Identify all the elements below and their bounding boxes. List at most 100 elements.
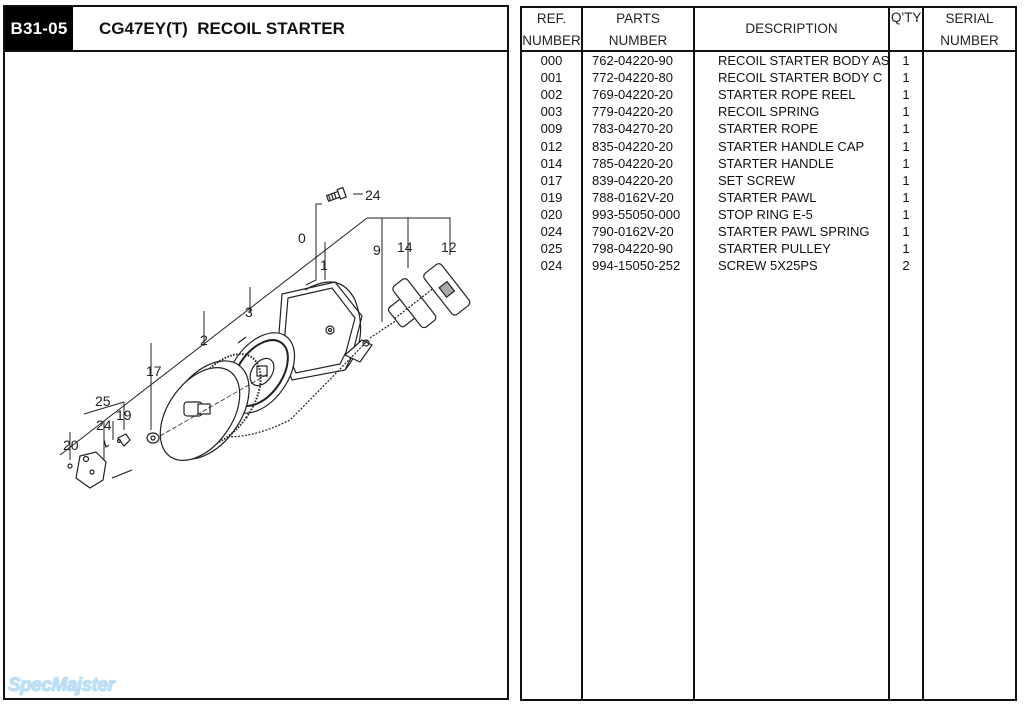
serial-cell <box>924 86 1015 103</box>
part-number-cell: 783-04270-20 <box>592 121 673 137</box>
header-ref-line2: NUMBER <box>522 33 581 48</box>
serial-cell <box>924 206 1015 223</box>
table-row: 024 994-15050-252 SCREW 5X25PS 2 <box>522 257 1015 274</box>
ref-cell: 014 <box>540 155 563 171</box>
header-parts-number: PARTS NUMBER <box>583 8 693 50</box>
part-number-cell: 839-04220-20 <box>592 172 673 188</box>
callout-12: 12 <box>441 239 457 255</box>
column-divider <box>693 8 695 699</box>
callout-17: 17 <box>146 363 162 379</box>
serial-cell <box>924 172 1015 189</box>
starter-handle <box>387 278 437 329</box>
qty-cell: 1 <box>902 189 910 205</box>
qty-cell: 1 <box>902 104 910 120</box>
watermark-logo: SpecMajster <box>8 675 115 696</box>
serial-cell <box>924 189 1015 206</box>
callout-24-small: 24 <box>96 417 112 433</box>
ref-cell: 024 <box>540 258 563 274</box>
qty-cell: 1 <box>902 172 910 188</box>
qty-cell: 1 <box>902 206 910 222</box>
parts-table: REF. NUMBER PARTS NUMBER DESCRIPTION Q'T… <box>520 6 1017 701</box>
description-cell: RECOIL STARTER BODY AS <box>718 53 888 68</box>
ref-cell: 019 <box>540 189 563 205</box>
ref-cell: 003 <box>540 104 563 120</box>
ref-cell: 025 <box>540 241 563 257</box>
part-number-cell: 993-55050-000 <box>592 206 681 222</box>
description-cell: STOP RING E-5 <box>718 206 813 222</box>
serial-cell <box>924 103 1015 120</box>
starter-rope <box>219 339 369 438</box>
part-number-cell: 785-04220-20 <box>592 155 673 171</box>
qty-cell: 1 <box>902 155 910 171</box>
serial-cell <box>924 223 1015 240</box>
ref-cell: 012 <box>540 138 563 154</box>
description-cell: STARTER HANDLE CAP <box>718 138 865 154</box>
callout-20: 20 <box>63 437 79 453</box>
set-screw <box>146 432 160 444</box>
part-number-cell: 779-04220-20 <box>592 104 673 120</box>
ref-cell: 020 <box>540 206 563 222</box>
column-divider <box>581 8 583 699</box>
callout-9: 9 <box>373 242 381 258</box>
part-number-cell: 790-0162V-20 <box>592 224 674 239</box>
callout-labels: 24 0 1 9 14 12 3 2 17 25 19 24 20 <box>63 187 457 453</box>
header-qty: Q'TY <box>891 10 922 25</box>
callout-24-top: 24 <box>365 187 381 203</box>
callout-25: 25 <box>95 393 111 409</box>
serial-cell <box>924 120 1015 137</box>
ref-cell: 000 <box>540 53 563 68</box>
description-cell: SCREW 5X25PS <box>718 258 818 274</box>
starter-housing <box>277 281 373 381</box>
part-number-cell: 762-04220-90 <box>592 53 673 68</box>
table-row: 020 993-55050-000 STOP RING E-5 1 <box>522 206 1015 223</box>
header-divider <box>522 50 1015 52</box>
part-number-cell: 788-0162V-20 <box>592 189 674 205</box>
rope-to-handle <box>369 317 401 339</box>
description-cell: STARTER PULLEY <box>718 241 831 257</box>
qty-cell: 1 <box>902 70 910 86</box>
callout-1: 1 <box>320 257 328 273</box>
qty-cell: 1 <box>902 87 910 103</box>
qty-cell: 1 <box>902 224 910 239</box>
description-cell: STARTER ROPE REEL <box>718 87 856 103</box>
description-cell: RECOIL SPRING <box>718 104 820 120</box>
part-number-cell: 769-04220-20 <box>592 87 673 103</box>
table-row: 009 783-04270-20 STARTER ROPE 1 <box>522 120 1015 137</box>
description-cell: STARTER PAWL <box>718 189 817 205</box>
description-cell: STARTER ROPE <box>718 121 818 137</box>
qty-cell: 2 <box>902 258 910 274</box>
part-number-cell: 994-15050-252 <box>592 258 681 274</box>
serial-cell <box>924 138 1015 155</box>
ref-cell: 009 <box>540 121 563 137</box>
serial-cell <box>924 52 1015 69</box>
callout-14: 14 <box>397 239 413 255</box>
header-serial-number: SERIAL NUMBER <box>924 8 1015 50</box>
ref-cell: 002 <box>540 87 563 103</box>
diagram-panel: B31-05 CG47EY(T) RECOIL STARTER <box>3 5 509 700</box>
serial-cell <box>924 155 1015 172</box>
qty-cell: 1 <box>902 241 910 257</box>
serial-cell <box>924 240 1015 257</box>
pawl-parts <box>67 433 133 489</box>
table-row: 003 779-04220-20 RECOIL SPRING 1 <box>522 103 1015 120</box>
callout-19: 19 <box>116 407 132 423</box>
serial-cell <box>924 69 1015 86</box>
header-serial-line1: SERIAL <box>945 11 994 26</box>
section-code: B31-05 <box>5 7 73 50</box>
section-title: CG47EY(T) RECOIL STARTER <box>99 19 345 38</box>
ref-cell: 024 <box>540 224 563 239</box>
qty-cell: 1 <box>902 121 910 137</box>
header-description: DESCRIPTION <box>745 21 838 36</box>
ref-cell: 001 <box>540 70 563 86</box>
header-ref-number: REF. NUMBER <box>522 8 581 50</box>
callout-0: 0 <box>298 230 306 246</box>
screw-part <box>325 186 347 203</box>
header-serial-line2: NUMBER <box>940 33 999 48</box>
serial-cell <box>924 257 1015 274</box>
rope-reel <box>159 353 262 461</box>
description-cell: SET SCREW <box>718 172 796 188</box>
exploded-parts-diagram: 24 0 1 9 14 12 3 2 17 25 19 24 20 <box>59 186 471 489</box>
